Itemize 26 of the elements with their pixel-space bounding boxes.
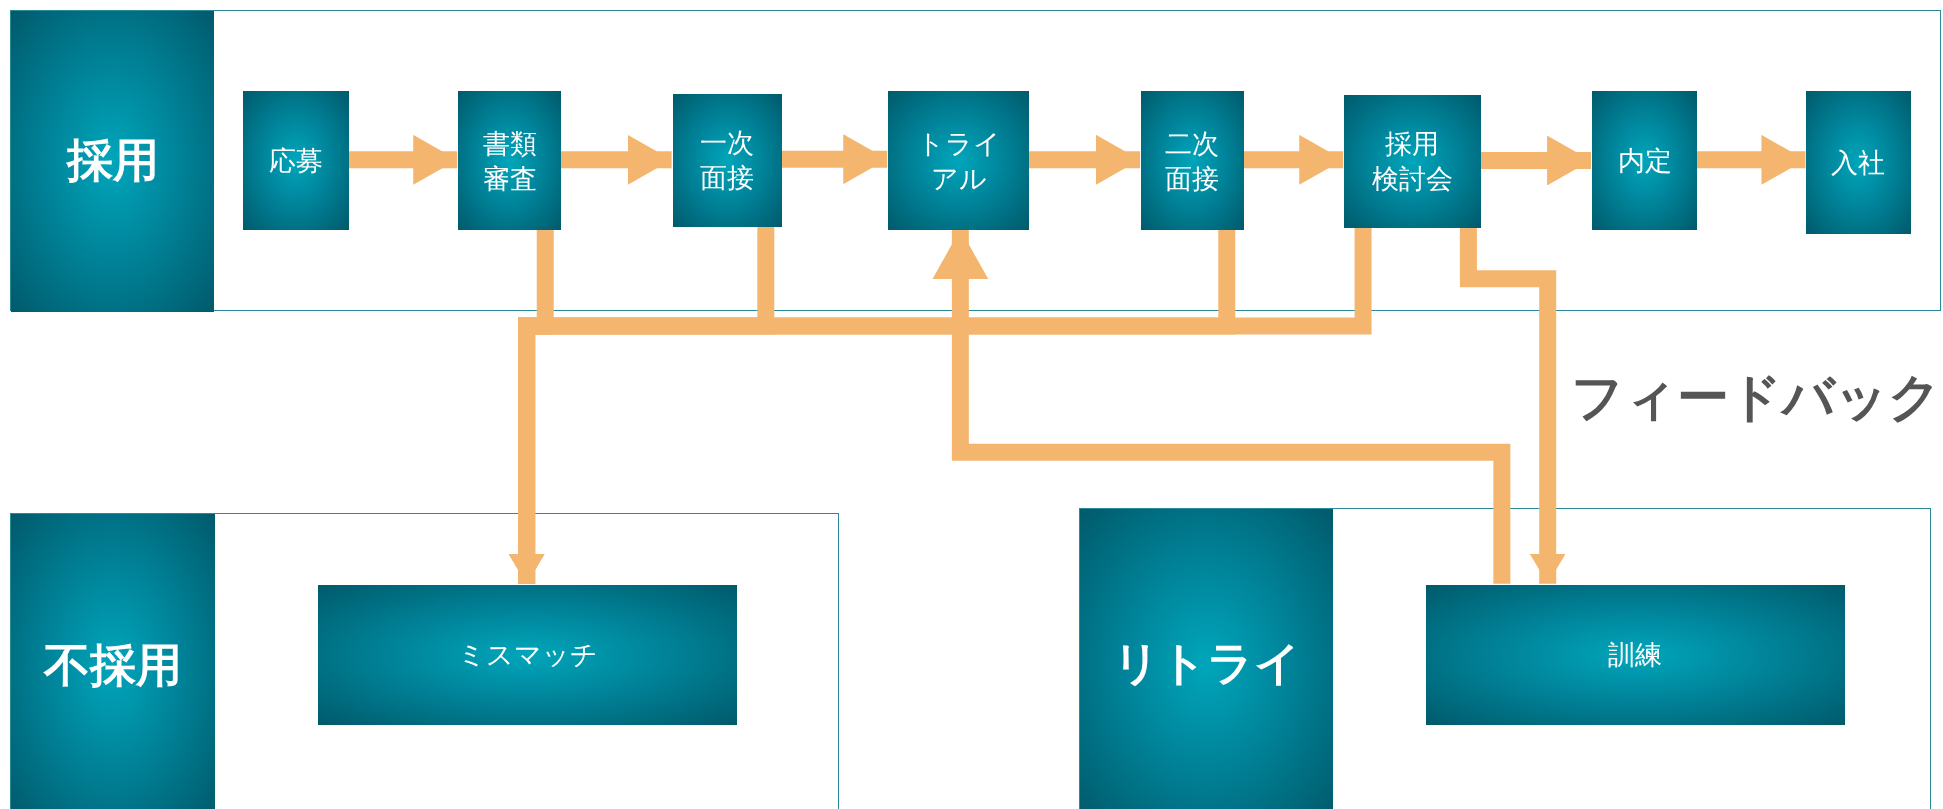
heading-block: 採用 (10, 10, 215, 312)
block-arrow (1479, 135, 1592, 186)
block-arrow (780, 134, 888, 185)
process-box: 採用検討会 (1344, 95, 1481, 228)
group-panel (9, 9, 1941, 311)
process-box: 内定 (1592, 91, 1698, 231)
arrow (1459, 226, 1566, 584)
process-box: 一次面接 (672, 93, 782, 227)
process-box: 応募 (242, 91, 350, 231)
heading-block: リトライ (1080, 509, 1334, 809)
block-arrow (1242, 134, 1344, 185)
process-box: 訓練 (1426, 584, 1845, 725)
group-panel (9, 513, 839, 809)
block-arrow (1028, 134, 1141, 185)
arrow (932, 229, 1511, 584)
process-box: 入社 (1806, 91, 1911, 234)
heading-block: 不採用 (10, 514, 216, 809)
process-box: ミスマッチ (318, 584, 738, 725)
process-box: トライアル (888, 91, 1030, 231)
block-arrow (348, 134, 458, 185)
process-box: 書類審査 (458, 91, 562, 231)
block-arrow (1696, 134, 1806, 185)
group-panel (1079, 508, 1931, 809)
arrow (508, 226, 1372, 584)
block-arrow (560, 134, 672, 185)
process-box: 二次面接 (1141, 91, 1244, 231)
